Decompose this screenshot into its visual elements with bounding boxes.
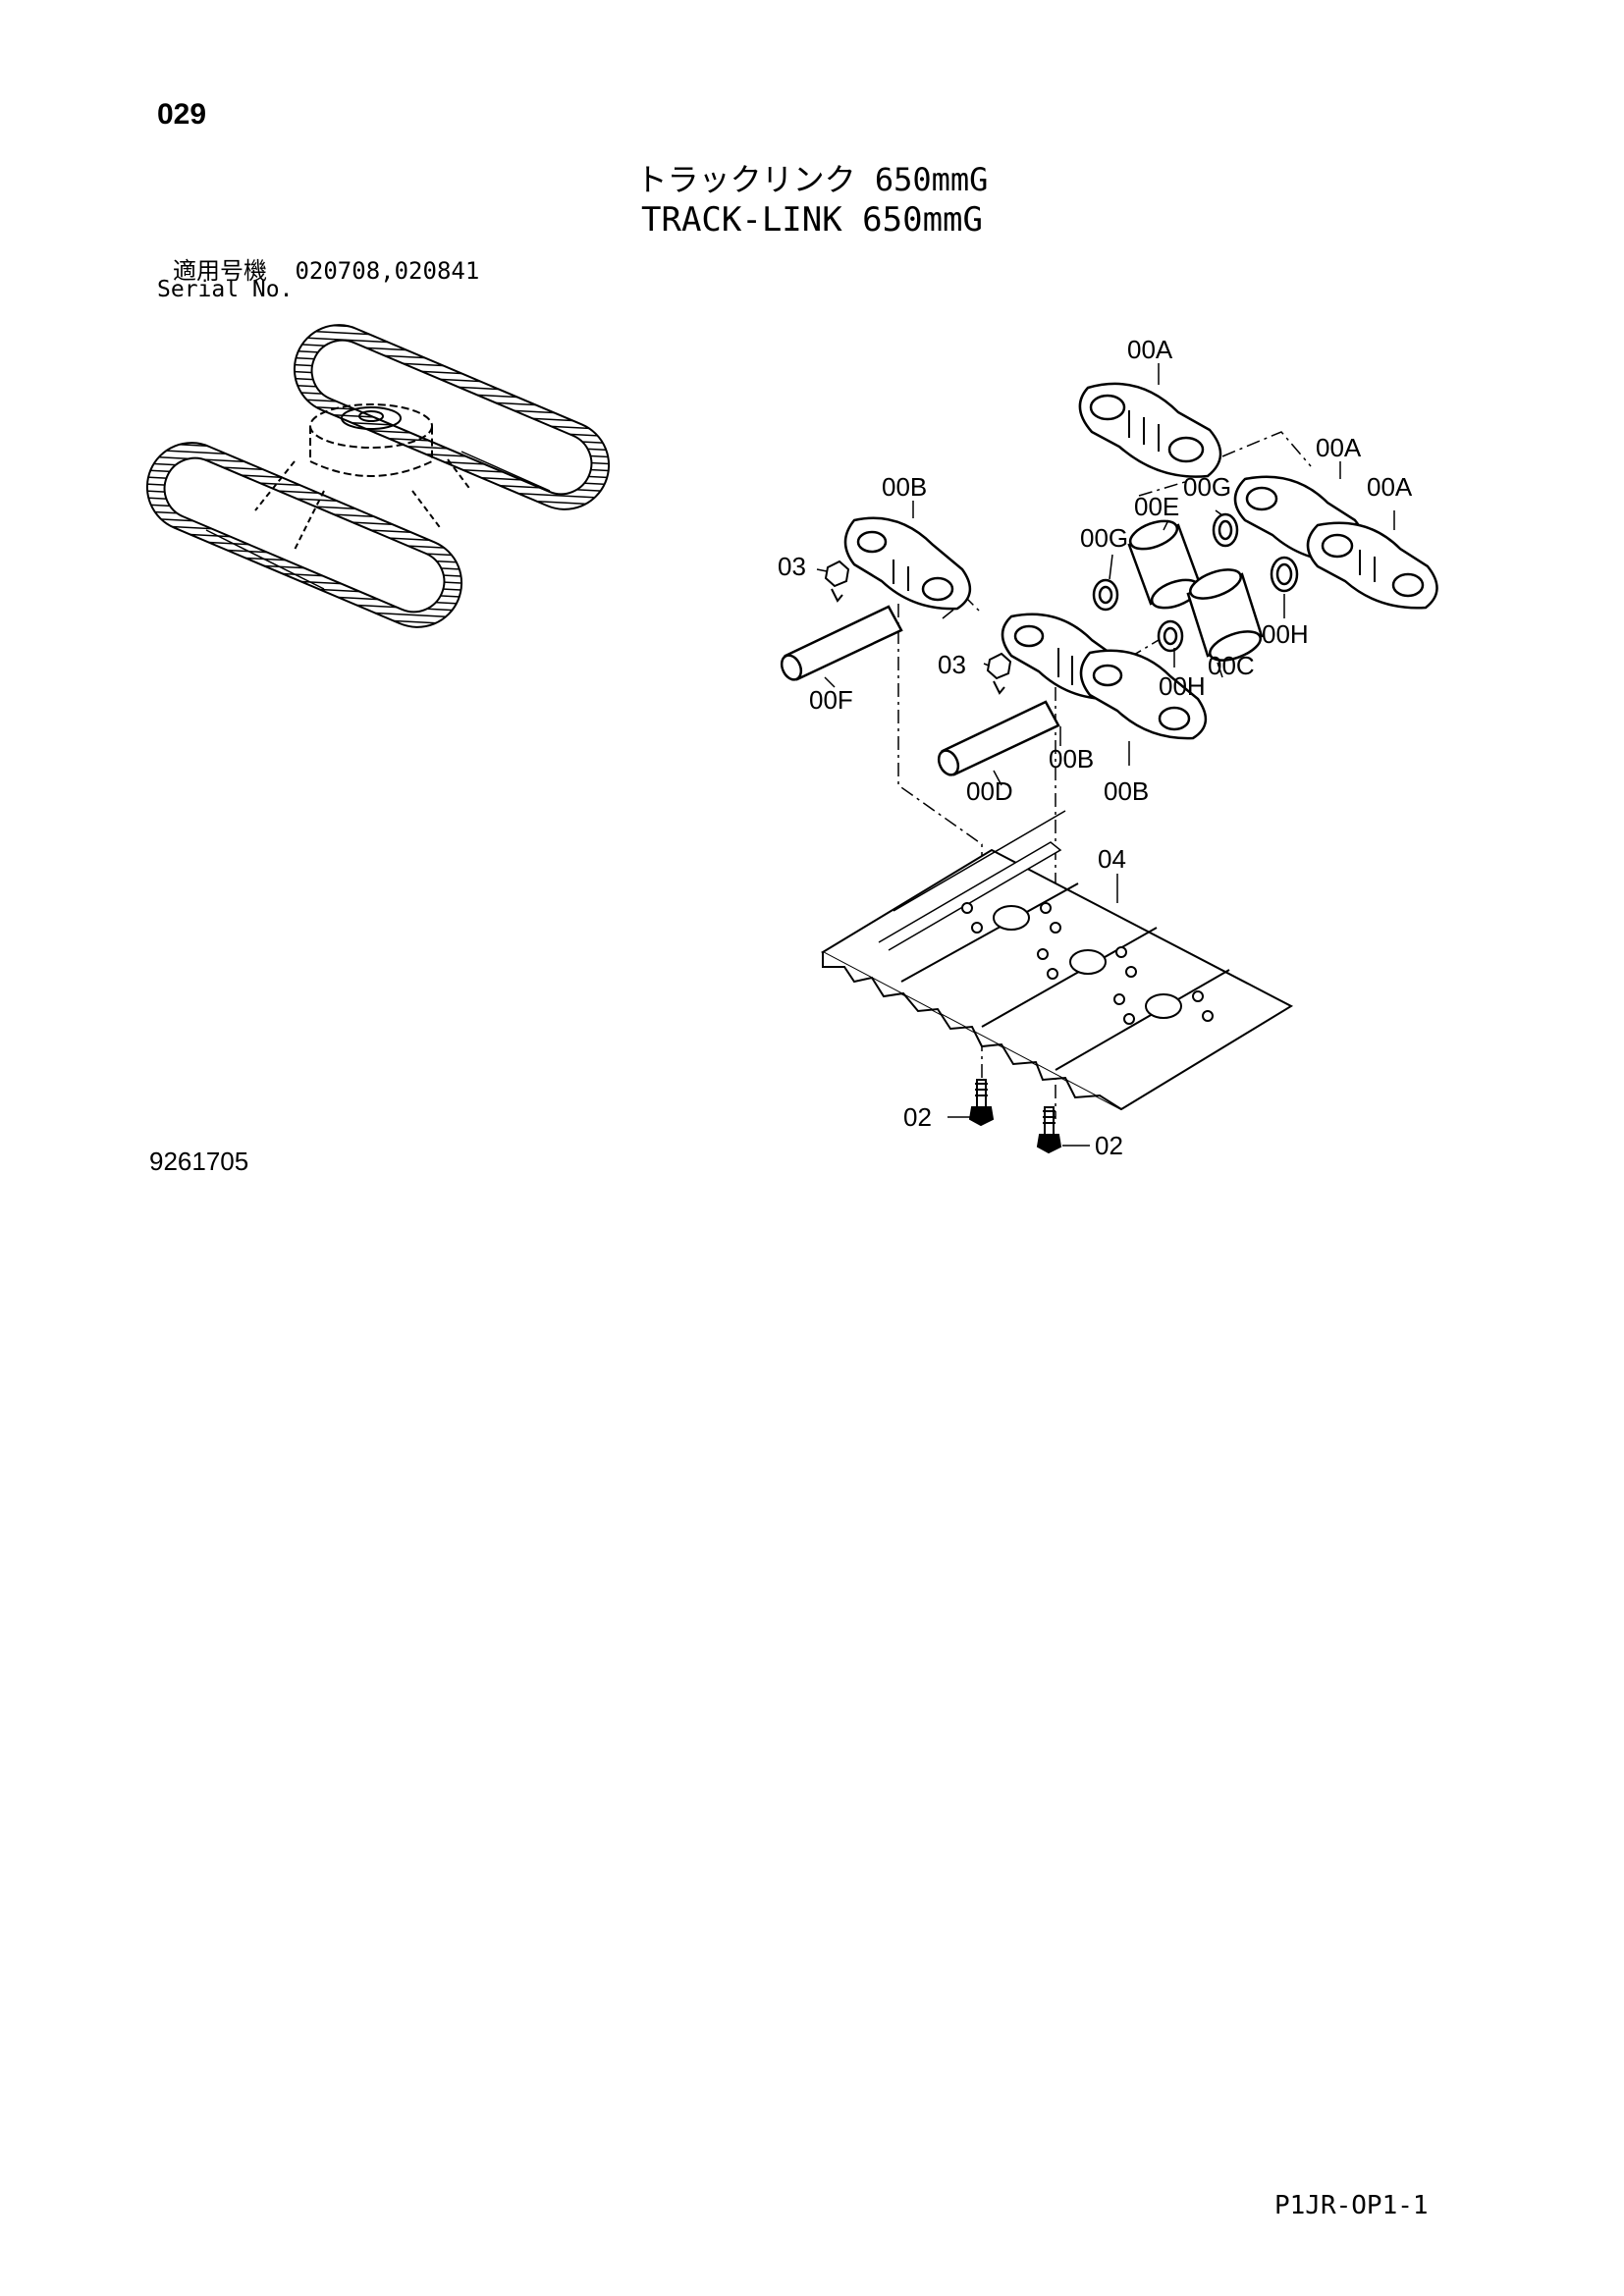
serial-row: 適用号機 020708,020841: [173, 251, 479, 286]
leader-lines: [816, 363, 1395, 1147]
callout-00d: 00D: [966, 776, 1013, 806]
callout-02-right: 02: [1095, 1131, 1123, 1160]
bushings-and-seals: [1092, 512, 1299, 662]
track-pins: [780, 605, 1060, 776]
bushing-00c: [1186, 568, 1264, 662]
page-code: P1JR-OP1-1: [1274, 2191, 1429, 2220]
outer-link-00a-right: [1233, 475, 1438, 610]
callout-00g-upper: 00G: [1183, 472, 1231, 502]
nut-03-left: [824, 560, 850, 588]
callout-00e: 00E: [1134, 492, 1179, 521]
title-japanese: トラックリンク 650mmG: [635, 161, 989, 198]
pin-00d: [937, 700, 1060, 776]
nuts-03: [824, 560, 1012, 695]
nut-03-center: [986, 652, 1012, 680]
callout-00b-center: 00B: [1049, 744, 1094, 774]
track-shoe-04: [820, 810, 1294, 1111]
bolt-02-right: [1036, 1106, 1062, 1154]
bolts-02: [968, 1079, 1062, 1154]
pin-00f: [780, 605, 903, 681]
callout-00c: 00C: [1208, 651, 1255, 680]
outer-link-00a-top: [1078, 382, 1222, 478]
serial-label-english: Serial No.: [157, 277, 294, 302]
title-english: TRACK-LINK 650mmG: [641, 200, 983, 240]
callout-00a-middle: 00A: [1316, 433, 1362, 462]
callout-02-left: 02: [903, 1102, 932, 1132]
callout-00a-right: 00A: [1367, 472, 1413, 502]
callout-00f: 00F: [809, 685, 853, 715]
callout-00b-right: 00B: [1104, 776, 1149, 806]
callout-00b-left: 00B: [882, 472, 927, 502]
callout-labels: 00A 00A 00A 00B 00B 00B 00C 00D 00E 00F …: [778, 335, 1413, 1160]
serial-label-japanese: 適用号機: [173, 257, 267, 285]
callout-00g-lower: 00G: [1080, 523, 1128, 553]
callout-04: 04: [1098, 844, 1126, 874]
inner-link-00b-left: [843, 516, 971, 611]
drawing-number: 9261705: [149, 1147, 249, 1176]
undercarriage-overview: [145, 324, 611, 628]
bushing-00e: [1127, 519, 1202, 610]
callout-00h-upper: 00H: [1262, 619, 1309, 649]
inner-link-00b-center: [1001, 613, 1207, 740]
callout-03-center: 03: [938, 650, 966, 679]
page-number: 029: [157, 98, 207, 131]
serial-numbers: 020708,020841: [295, 257, 480, 285]
callout-00h-lower: 00H: [1159, 671, 1206, 701]
callout-03-left: 03: [778, 552, 806, 581]
shoe-center-hole: [993, 905, 1030, 931]
callout-00a-top: 00A: [1127, 335, 1173, 364]
bolt-02-left: [968, 1079, 995, 1127]
